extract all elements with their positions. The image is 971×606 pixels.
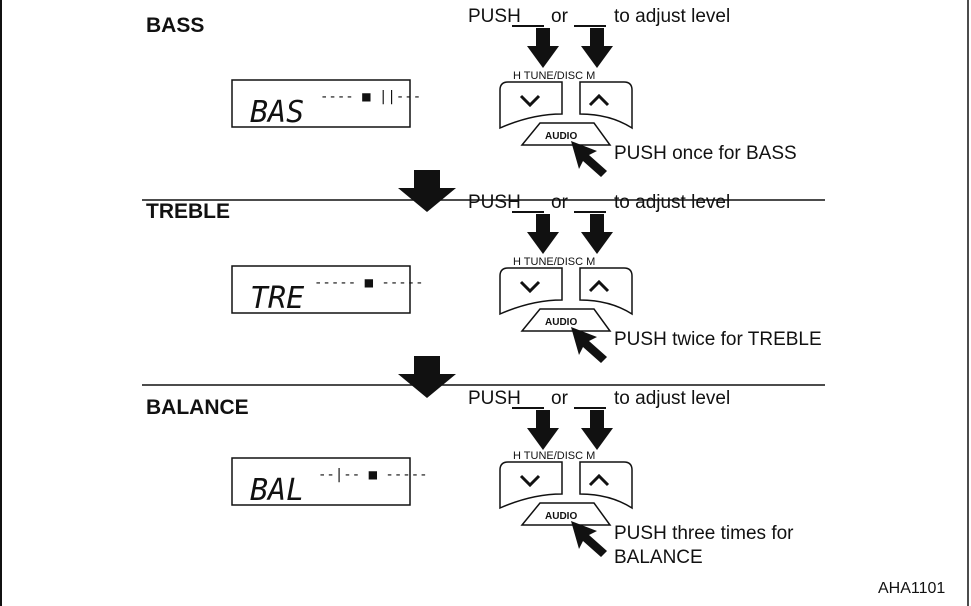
- audio-label: AUDIO: [545, 317, 577, 328]
- adjust-label: to adjust level: [614, 6, 730, 27]
- figure-code: AHA1101: [878, 580, 945, 597]
- chevron-down-icon: [519, 280, 541, 294]
- or-label: or: [551, 6, 569, 27]
- instruction-text: PUSH once for BASS: [614, 143, 797, 164]
- section-heading: BASS: [146, 14, 204, 37]
- adjust-label: to adjust level: [614, 192, 730, 213]
- audio-label: AUDIO: [545, 511, 577, 522]
- down-arrow-icon: [581, 214, 613, 254]
- section-treble: TREBLE TRE ----- ■ ----- PUSH or to adju…: [146, 192, 822, 363]
- or-label: or: [551, 192, 569, 213]
- press-arrow-icon: [571, 327, 607, 363]
- down-arrow-icon: [581, 28, 613, 68]
- press-arrow-icon: [571, 521, 607, 557]
- chevron-up-icon: [588, 473, 610, 487]
- audio-label: AUDIO: [545, 131, 577, 142]
- down-arrow-icon: [527, 214, 559, 254]
- adjust-label: to adjust level: [614, 388, 730, 409]
- push-label: PUSH: [468, 192, 521, 213]
- level-meter: ----- ■ -----: [314, 275, 424, 291]
- chevron-down-icon: [519, 474, 541, 488]
- flow-arrow-2: [398, 356, 456, 398]
- section-heading: BALANCE: [146, 396, 249, 419]
- lcd-text: BAS: [250, 95, 304, 130]
- lcd-text: BAL: [250, 473, 304, 508]
- push-label: PUSH: [468, 6, 521, 27]
- or-label: or: [551, 388, 569, 409]
- section-heading: TREBLE: [146, 200, 230, 223]
- instruction-text-line2: BALANCE: [614, 547, 703, 568]
- level-meter: ---- ■ ||---: [320, 89, 421, 105]
- down-arrow-icon: [581, 410, 613, 450]
- flow-arrow-1: [398, 170, 456, 212]
- chevron-up-icon: [588, 93, 610, 107]
- lcd-display: [231, 457, 411, 506]
- down-arrow-icon: [527, 410, 559, 450]
- lcd-display: [231, 79, 411, 128]
- chevron-down-icon: [519, 94, 541, 108]
- press-arrow-icon: [571, 141, 607, 177]
- section-bass: BASS BAS ---- ■ ||--- PUSH or to adjust …: [146, 6, 797, 177]
- down-arrow-icon: [527, 28, 559, 68]
- lcd-text: TRE: [250, 281, 304, 316]
- tune-label: H TUNE/DISC M: [513, 450, 595, 462]
- lcd-display: [231, 265, 411, 314]
- section-balance: BALANCE BAL --|-- ■ ----- PUSH or to adj…: [146, 388, 794, 568]
- instruction-text: PUSH twice for TREBLE: [614, 329, 822, 350]
- instruction-text: PUSH three times for: [614, 523, 794, 544]
- chevron-up-icon: [588, 279, 610, 293]
- tune-label: H TUNE/DISC M: [513, 256, 595, 268]
- level-meter: --|-- ■ -----: [318, 467, 428, 483]
- tune-label: H TUNE/DISC M: [513, 70, 595, 82]
- push-label: PUSH: [468, 388, 521, 409]
